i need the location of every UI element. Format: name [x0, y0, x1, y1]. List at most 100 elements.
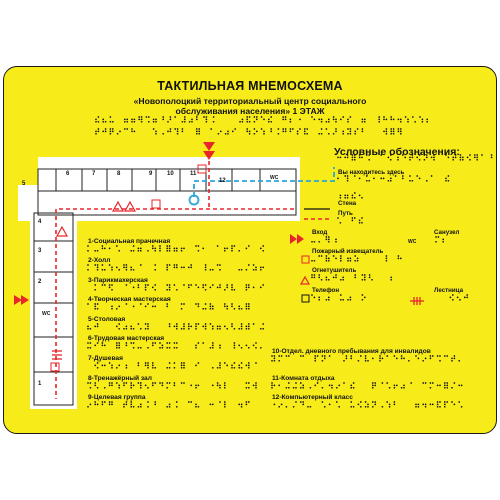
- braille-dot: [344, 156, 347, 159]
- plan-number: 8: [117, 171, 121, 177]
- braille-dot: [137, 346, 140, 349]
- braille-dot: [247, 323, 250, 325]
- braille-dot: [306, 128, 309, 130]
- braille-dot: [425, 179, 428, 182]
- braille-dot: [130, 384, 133, 387]
- braille-dot: [154, 401, 157, 403]
- subtitle-line-2: обслуживания населения» 1 ЭТАЖ: [175, 106, 325, 116]
- braille-dot: [361, 278, 364, 281]
- braille-dot: [273, 403, 276, 406]
- braille-dot: [181, 120, 184, 123]
- braille-dot: [94, 264, 97, 266]
- braille-dot: [211, 342, 214, 344]
- braille-dot: [447, 175, 450, 177]
- braille-dot: [125, 366, 128, 369]
- braille-dot: [302, 403, 305, 406]
- braille-dot: [246, 118, 249, 121]
- braille-dot: [175, 247, 178, 250]
- braille-dot: [284, 128, 287, 130]
- braille-dot: [175, 288, 178, 291]
- braille-dot: [132, 286, 135, 289]
- braille-dot: [108, 284, 111, 286]
- braille-dot: [159, 245, 161, 247]
- braille-dot: [378, 116, 381, 118]
- braille-dot: [429, 386, 432, 389]
- braille-dot: [252, 268, 255, 271]
- braille-dot: [339, 118, 342, 121]
- page-title: ТАКТИЛЬНАЯ МНЕМОСХЕМА: [157, 79, 343, 93]
- braille-dot: [183, 327, 185, 330]
- braille-dot: [270, 130, 273, 133]
- braille-dot: [125, 364, 128, 367]
- braille-dot: [95, 120, 97, 123]
- braille-dot: [399, 132, 402, 135]
- plan-corner: [18, 157, 38, 185]
- braille-dot: [424, 382, 427, 384]
- braille-dot: [195, 130, 198, 133]
- braille-dot: [209, 303, 212, 305]
- braille-dot: [209, 286, 212, 289]
- braille-dot: [296, 132, 299, 135]
- braille-dot: [416, 175, 419, 177]
- braille-dot: [125, 403, 128, 406]
- braille-dot: [96, 362, 99, 364]
- braille-dot: [87, 264, 89, 266]
- braille-dot: [183, 366, 185, 369]
- braille-dot: [168, 247, 171, 250]
- braille-dot: [361, 128, 364, 130]
- braille-dot: [140, 116, 143, 118]
- braille-dot: [245, 327, 248, 330]
- braille-dot: [108, 403, 111, 406]
- braille-dot: [226, 364, 229, 367]
- braille-dot: [306, 132, 309, 135]
- braille-dot: [245, 284, 248, 286]
- braille-dot: [180, 249, 183, 252]
- braille-dot: [190, 266, 193, 269]
- braille-dot: [350, 401, 353, 403]
- braille-dot: [451, 386, 453, 389]
- braille-dot: [458, 359, 461, 362]
- braille-dot: [166, 247, 169, 250]
- braille-dot: [431, 355, 434, 357]
- braille-dot: [299, 382, 302, 384]
- braille-dot: [140, 120, 143, 123]
- braille-dot: [231, 303, 233, 305]
- braille-dot: [353, 156, 356, 159]
- braille-dot: [154, 403, 157, 406]
- braille-dot: [238, 364, 241, 367]
- braille-dot: [246, 120, 249, 123]
- braille-dot: [476, 156, 479, 159]
- braille-dot: [101, 364, 104, 367]
- braille-dot: [339, 257, 342, 260]
- braille-dot: [168, 362, 171, 364]
- braille-dot: [409, 175, 411, 177]
- braille-dot: [216, 327, 219, 330]
- braille-dot: [259, 286, 262, 289]
- braille-dot: [459, 298, 461, 301]
- braille-dot: [407, 359, 410, 362]
- braille-dot: [338, 384, 341, 387]
- braille-dot: [155, 130, 157, 133]
- braille-dot: [245, 325, 248, 328]
- room-label: 11-Комната отдыха: [272, 375, 335, 382]
- braille-dot: [245, 307, 248, 310]
- braille-dot: [473, 154, 476, 156]
- braille-dot: [267, 118, 270, 121]
- braille-dot: [325, 259, 328, 262]
- braille-dot: [154, 249, 157, 252]
- braille-dot: [111, 364, 113, 367]
- braille-dot: [411, 156, 414, 159]
- braille-dot: [89, 342, 92, 344]
- braille-dot: [241, 118, 244, 121]
- braille-dot: [271, 382, 273, 384]
- plan-number: 4: [38, 219, 42, 225]
- braille-dot: [314, 357, 317, 360]
- braille-dot: [342, 298, 345, 301]
- braille-dot: [132, 245, 135, 247]
- braille-dot: [159, 342, 161, 344]
- braille-dot: [349, 257, 352, 260]
- braille-dot: [463, 296, 466, 299]
- braille-dot: [111, 403, 113, 406]
- braille-dot: [211, 284, 214, 286]
- braille-dot: [211, 305, 214, 308]
